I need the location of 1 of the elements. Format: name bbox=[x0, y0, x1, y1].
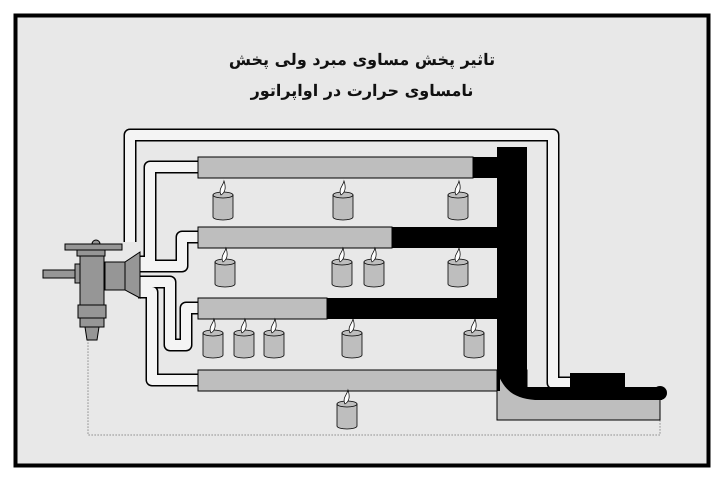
title: تاثیر پخش مساوی مبرد ولی پخش نامساوی حرارت در اواپراتور bbox=[228, 49, 496, 102]
